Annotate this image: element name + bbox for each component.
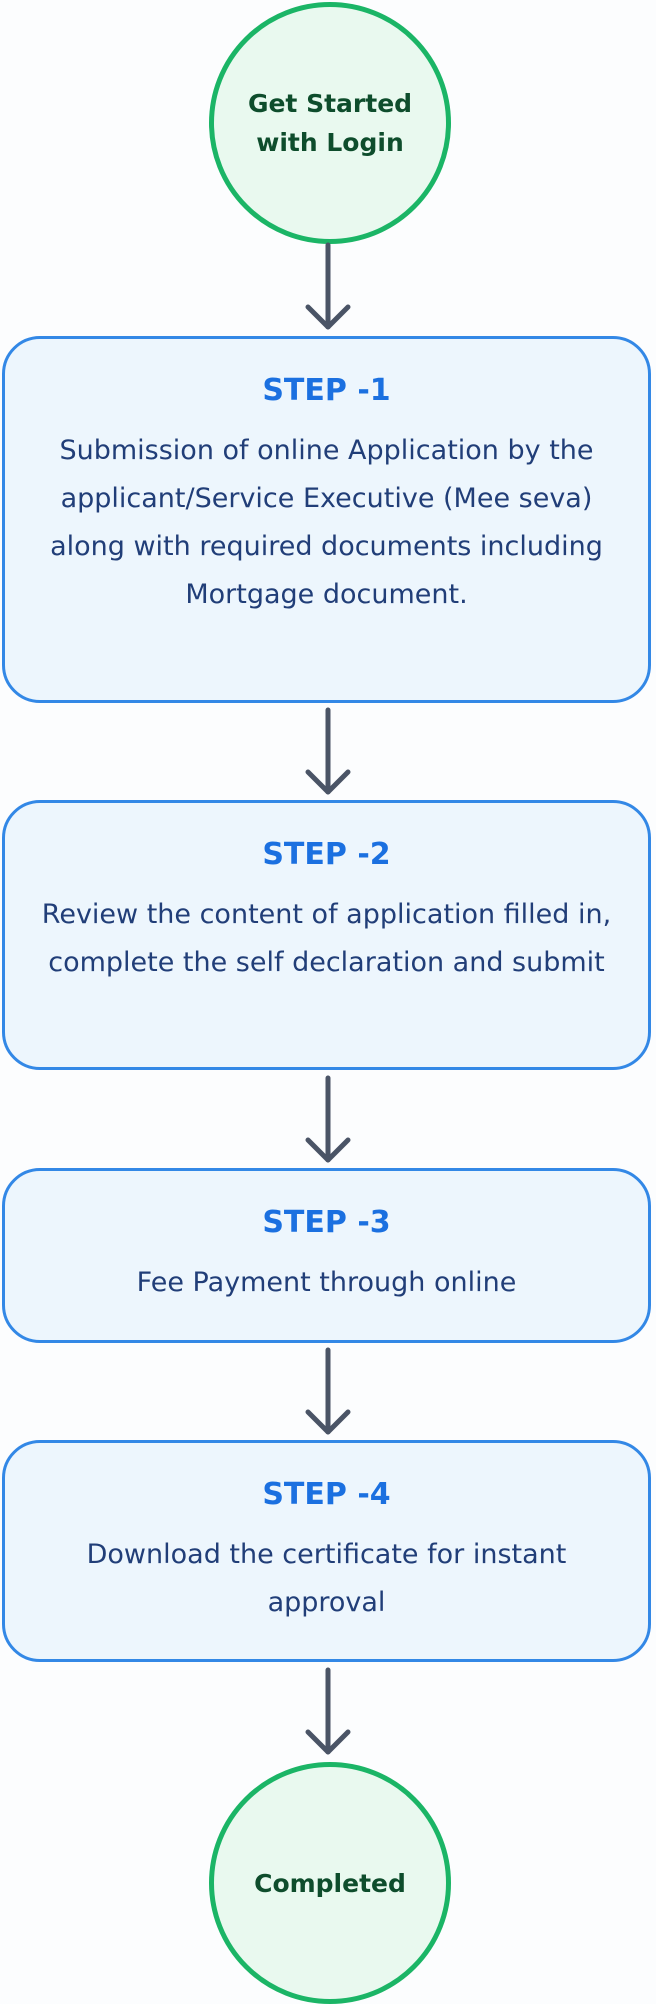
arrow-down-icon (300, 1667, 356, 1758)
arrow-down-icon (300, 1075, 356, 1166)
step-1-box: STEP -1 Submission of online Application… (2, 336, 651, 703)
step-4-title: STEP -4 (262, 1477, 391, 1512)
step-2-description: Review the content of application filled… (41, 899, 612, 978)
step-1-description: Submission of online Application by the … (50, 435, 603, 610)
end-node-label: Completed (254, 1868, 406, 1898)
step-2-title: STEP -2 (262, 837, 391, 872)
step-3-description: Fee Payment through online (136, 1267, 517, 1298)
end-node: Completed (209, 1762, 451, 2004)
step-1-title: STEP -1 (262, 373, 391, 408)
step-2-box: STEP -2 Review the content of applicatio… (2, 800, 651, 1070)
step-3-box: STEP -3 Fee Payment through online (2, 1168, 651, 1343)
step-3-title: STEP -3 (262, 1205, 391, 1240)
step-4-box: STEP -4 Download the certificate for ins… (2, 1440, 651, 1662)
arrow-down-icon (300, 242, 356, 333)
arrow-down-icon (300, 1347, 356, 1438)
start-node: Get Started with Login (209, 2, 451, 244)
step-4-description: Download the certificate for instant app… (86, 1539, 567, 1618)
arrow-down-icon (300, 707, 356, 798)
start-node-label: Get Started with Login (247, 89, 413, 157)
